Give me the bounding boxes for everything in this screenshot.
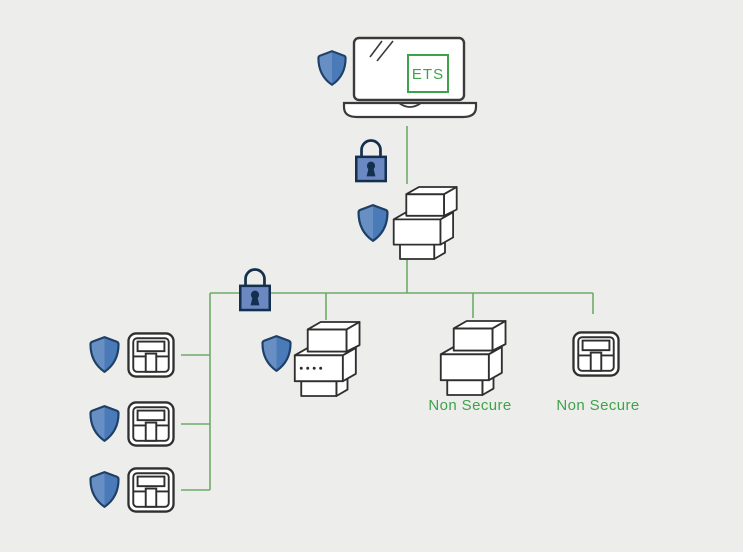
din-rail-device-icon-nonsecure-actuator [438, 319, 512, 397]
din-rail-device-icon-secure-actuator [292, 320, 366, 398]
ets-laptop-icon: ETS [342, 36, 478, 119]
nonsecure-label-actuator: Non Secure [428, 397, 512, 414]
secure-shield-icon-actuator [260, 333, 293, 374]
laptop-base [342, 101, 478, 119]
secured-link-padlock-icon-subline [235, 264, 275, 314]
ets-logo-badge: ETS [407, 54, 449, 93]
din-rail-device-icon-coupler [391, 185, 463, 261]
ets-label: ETS [412, 66, 444, 83]
secure-shield-icon-coupler [356, 202, 390, 244]
wall-switch-icon-3 [127, 467, 175, 513]
secured-link-padlock-icon-backbone [351, 135, 391, 185]
trackpad-notch [398, 102, 422, 108]
wall-switch-icon-1 [127, 332, 175, 378]
wall-switch-icon-nonsecure [572, 331, 620, 377]
secure-shield-icon-switch-3 [88, 469, 121, 510]
screen-glare-lines [369, 40, 394, 62]
secure-shield-icon-switch-1 [88, 334, 121, 375]
secure-shield-icon-switch-2 [88, 403, 121, 444]
wall-switch-icon-2 [127, 401, 175, 447]
secure-shield-icon-laptop [316, 47, 348, 89]
nonsecure-label-switch: Non Secure [556, 397, 640, 414]
